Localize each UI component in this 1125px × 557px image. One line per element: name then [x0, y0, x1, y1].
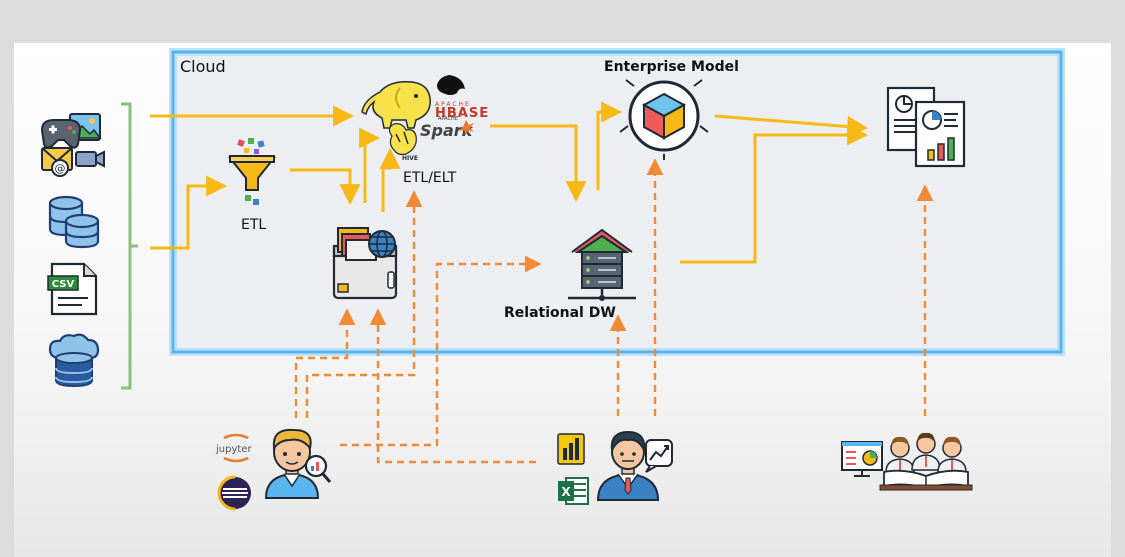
web-storage-icon	[332, 227, 398, 300]
etl-elt-label: ETL/ELT	[403, 170, 457, 186]
arrow-sources-to-etl	[150, 175, 228, 250]
user-access-arrows	[294, 158, 934, 464]
etl-label: ETL	[241, 217, 267, 233]
cube-model-icon	[619, 79, 709, 160]
spark-apache-text: APACHE	[438, 116, 458, 122]
spark-logo-icon: APACHE Spark	[420, 116, 474, 140]
csv-logo-text: CSV	[52, 279, 75, 290]
report-document-icon	[886, 86, 966, 168]
media-files-icon: @	[40, 113, 105, 177]
arrow-dw-to-report	[680, 124, 869, 264]
arrow-model-to-report	[714, 114, 869, 137]
jupyter-icon: jupyter	[215, 433, 252, 463]
arrow-etl-to-datalake	[290, 168, 361, 206]
hive-logo-text: HIVE	[402, 155, 418, 162]
power-bi-icon	[557, 433, 585, 465]
arrow-scientist-to-datalake	[294, 308, 356, 418]
excel-icon: X	[558, 477, 589, 505]
hive-logo-icon: HIVE	[388, 123, 418, 162]
flow-arrows	[150, 101, 869, 264]
hbase-apache-text: APACHE	[435, 101, 471, 108]
arrow-scientist-to-etl-elt	[305, 190, 423, 418]
arrow-bigdata-to-dw	[490, 124, 587, 203]
relational-dw-label: Relational DW	[504, 305, 616, 321]
funnel-icon	[227, 138, 277, 205]
presentation-screen-icon	[841, 441, 883, 477]
database-icon	[48, 195, 100, 249]
jupyter-logo-text: jupyter	[215, 444, 252, 455]
hbase-logo-text: HBASE	[435, 106, 489, 121]
hbase-logo-icon: APACHE HBASE	[435, 75, 489, 121]
arrow-dw-to-model	[596, 101, 623, 190]
spark-logo-text: Spark	[420, 121, 474, 140]
cloud-label: Cloud	[180, 57, 226, 76]
cloud-database-icon	[48, 333, 100, 388]
arrow-datalake-to-bigdata	[359, 127, 381, 203]
trend-chart-icon	[645, 439, 673, 473]
business-analyst-icon	[596, 430, 660, 501]
data-scientist-icon	[264, 428, 332, 499]
server-warehouse-icon	[568, 228, 636, 301]
eclipse-icon	[217, 475, 251, 511]
excel-logo-text: X	[561, 485, 571, 499]
enterprise-model-label: Enterprise Model	[604, 59, 739, 75]
open-book-icon	[879, 469, 973, 491]
svg-text:@: @	[55, 162, 66, 175]
arrow-analyst-to-datalake	[369, 308, 536, 464]
csv-file-icon: CSV	[47, 262, 98, 316]
business-team-icon	[885, 432, 967, 473]
arrow-datalake-to-bigdata-2	[379, 147, 401, 212]
hadoop-logo-icon	[361, 80, 431, 129]
arrow-scientist-to-dw	[340, 255, 542, 447]
